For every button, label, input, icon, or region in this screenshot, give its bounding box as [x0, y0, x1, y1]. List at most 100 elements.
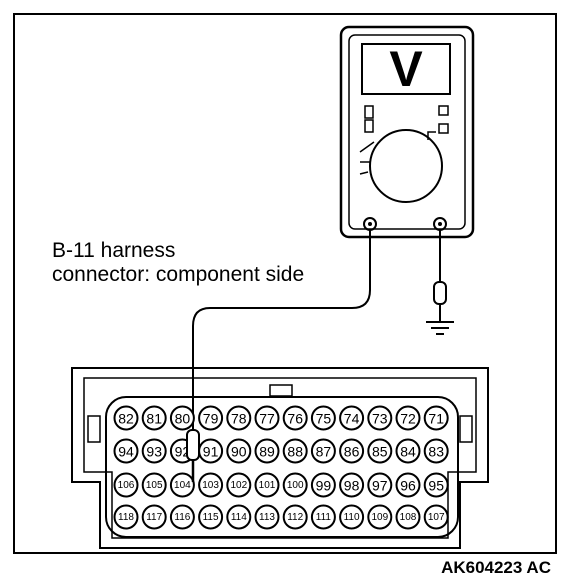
pin-circle: [198, 472, 224, 498]
connector-pin: 85: [367, 438, 393, 464]
range-marks-left: [359, 141, 375, 175]
connector-pin: 111: [310, 504, 336, 530]
connector-label-line2: connector: component side: [52, 263, 304, 286]
pin-number: 114: [231, 512, 247, 523]
connector-pin: 99: [310, 472, 336, 498]
connector-pin: 109: [367, 504, 393, 530]
pin-circle: [169, 405, 195, 431]
range-switch-left: [364, 105, 374, 119]
pin-circle: [339, 405, 365, 431]
connector-lock-tab: [269, 384, 293, 397]
connector-key-right: [459, 415, 473, 443]
pin-circle: [282, 504, 308, 530]
pin-circle: [310, 438, 336, 464]
pin-circle: [395, 438, 421, 464]
multimeter-display: [361, 43, 451, 95]
pin-number: 90: [231, 444, 247, 460]
pin-circle: [254, 504, 280, 530]
connector-pin: 110: [339, 504, 365, 530]
pin-circle: [169, 472, 195, 498]
pin-number: 91: [203, 444, 219, 460]
connector-pin: 74: [339, 405, 365, 431]
pin-number: 74: [344, 411, 360, 427]
multimeter-body: [339, 25, 475, 239]
connector-pin: 98: [339, 472, 365, 498]
pin-circle: [282, 405, 308, 431]
pin-circle: [254, 438, 280, 464]
connector-pin: 94: [113, 438, 139, 464]
pin-circle: [310, 405, 336, 431]
pin-circle: [310, 504, 336, 530]
connector-pin: 83: [423, 438, 449, 464]
test-lead-to-connector: [192, 230, 371, 432]
pin-number: 78: [231, 411, 247, 427]
connector-pin: 113: [254, 504, 280, 530]
probe-tip: [186, 429, 200, 482]
connector-pin: 95: [423, 472, 449, 498]
pin-number: 97: [372, 478, 388, 494]
connector-pin: 88: [282, 438, 308, 464]
ground-symbol-icon: [426, 321, 454, 335]
pin-number: 95: [428, 478, 444, 494]
pin-circle: [198, 405, 224, 431]
pin-circle: [169, 504, 195, 530]
pin-circle: [395, 405, 421, 431]
pin-number: 102: [230, 480, 247, 491]
figure-code: AK604223 AC: [441, 558, 551, 577]
pin-number: 111: [316, 512, 332, 523]
pin-number: 99: [316, 478, 332, 494]
pin-number: 80: [175, 411, 191, 427]
connector-pin: 77: [254, 405, 280, 431]
pin-number: 93: [146, 444, 162, 460]
connector-pin: 78: [226, 405, 252, 431]
connector-pin: 117: [141, 504, 167, 530]
pin-number: 104: [174, 480, 191, 491]
connector-pin: 89: [254, 438, 280, 464]
pin-circle: [423, 504, 449, 530]
pin-number: 105: [146, 480, 163, 491]
pin-number: 76: [287, 411, 303, 427]
connector-pin: 103: [198, 472, 224, 498]
connector-pin: 108: [395, 504, 421, 530]
pin-circle: [423, 405, 449, 431]
pin-number: 107: [428, 512, 445, 523]
pin-number: 101: [259, 480, 276, 491]
pin-circle: [395, 472, 421, 498]
connector-key-left: [87, 415, 101, 443]
multimeter: V: [339, 25, 475, 239]
pin-circle: [226, 472, 252, 498]
pin-circle: [423, 472, 449, 498]
pin-number: 81: [146, 411, 162, 427]
pin-circle: [254, 405, 280, 431]
connector-pin: 71: [423, 405, 449, 431]
pin-circle: [423, 438, 449, 464]
pin-circle: [367, 405, 393, 431]
connector-pin: 76: [282, 405, 308, 431]
pin-circle: [339, 472, 365, 498]
pin-number: 84: [400, 444, 416, 460]
pin-circle: [282, 438, 308, 464]
pin-number: 88: [287, 444, 303, 460]
connector-pin: 112: [282, 504, 308, 530]
pin-circle: [113, 438, 139, 464]
pin-number: 73: [372, 411, 388, 427]
connector-pin: 100: [282, 472, 308, 498]
connector-pin: 107: [423, 504, 449, 530]
connector-pin: 93: [141, 438, 167, 464]
pin-circle: [113, 405, 139, 431]
connector-label-line1: B-11 harness: [52, 239, 175, 262]
pin-number: 103: [202, 480, 219, 491]
pin-number: 71: [428, 411, 444, 427]
pin-number: 72: [400, 411, 416, 427]
multimeter-body-inner: [348, 34, 466, 230]
pin-circle: [226, 504, 252, 530]
pin-number: 113: [259, 512, 275, 523]
pin-number: 117: [146, 512, 162, 523]
pin-circle: [141, 504, 167, 530]
connector-pin: 102: [226, 472, 252, 498]
pin-number: 108: [400, 512, 417, 523]
pin-number: 115: [203, 512, 219, 523]
connector-pin: 115: [198, 504, 224, 530]
